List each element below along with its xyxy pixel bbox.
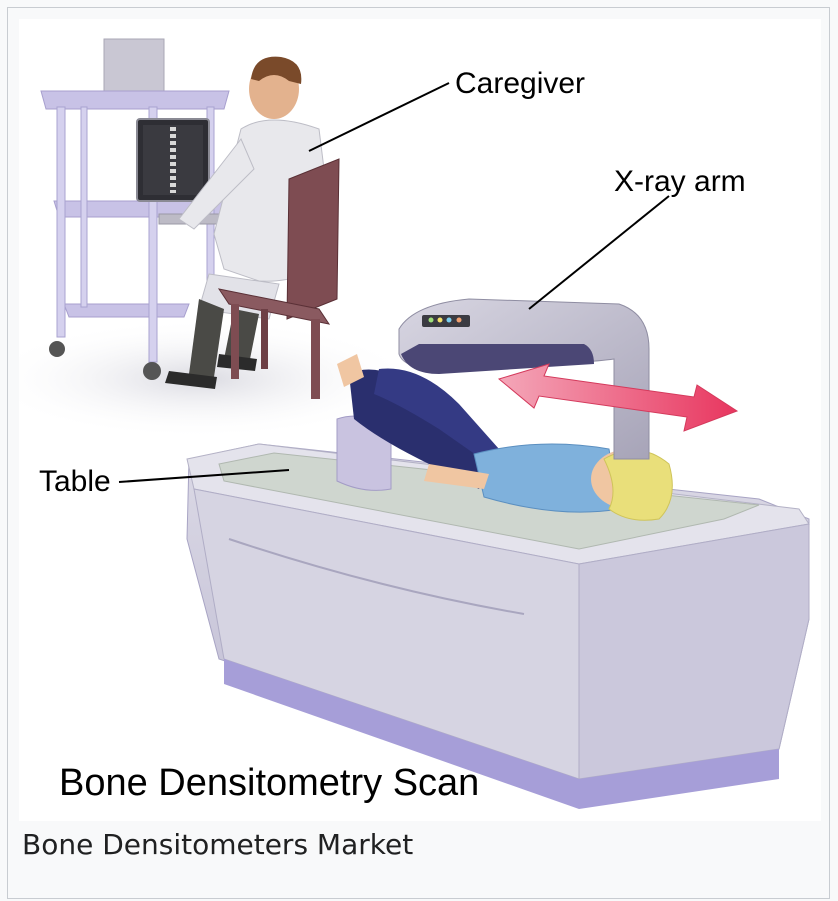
- table-label: Table: [39, 465, 111, 498]
- xray-arm-label: X-ray arm: [614, 165, 746, 198]
- xray-arm-leader-line: [529, 196, 669, 309]
- caregiver-leader-line: [309, 83, 449, 151]
- figure-caption: Bone Densitometers Market: [22, 828, 413, 861]
- densitometry-illustration: Caregiver X-ray arm Table Bone Densitome…: [19, 19, 821, 821]
- caregiver-label: Caregiver: [455, 67, 585, 100]
- illustration: Caregiver X-ray arm Table Bone Densitome…: [19, 19, 821, 821]
- illustration-title: Bone Densitometry Scan: [59, 762, 479, 804]
